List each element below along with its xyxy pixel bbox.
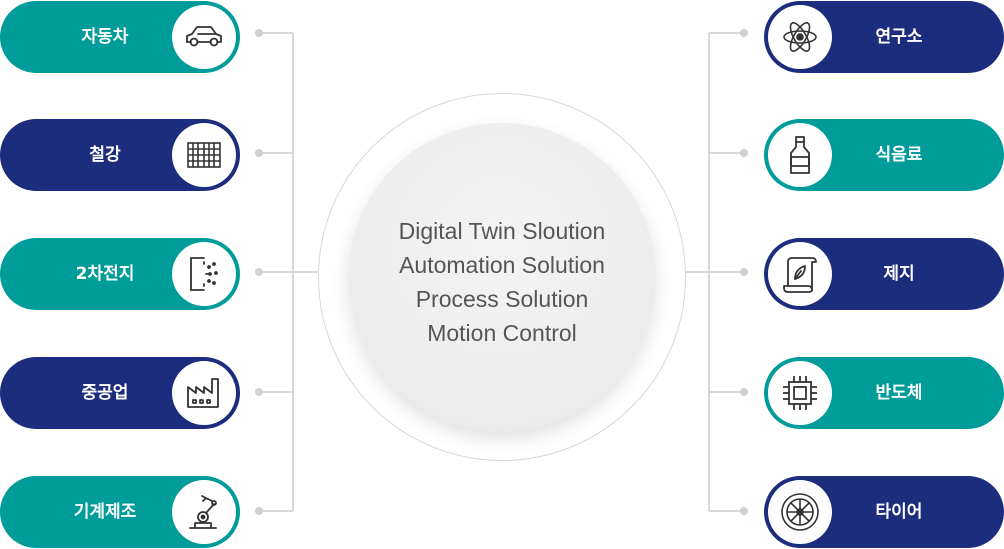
paper-scroll-icon (768, 242, 832, 306)
solution-line: Digital Twin Sloution (398, 218, 606, 244)
industry-label: 2차전지 (75, 264, 135, 284)
chip-icon (768, 361, 832, 425)
industry-item-food-beverage[interactable]: 식음료 (764, 119, 1004, 191)
solution-list: Digital Twin Sloution Automation Solutio… (348, 214, 656, 350)
solution-line: Automation Solution (399, 252, 605, 278)
tire-icon (768, 480, 832, 544)
connector-dot (740, 29, 748, 37)
bottle-icon (768, 123, 832, 187)
connector-dot (740, 149, 748, 157)
robot-arm-icon (172, 480, 236, 544)
connector-dot (740, 388, 748, 396)
industry-label: 연구소 (875, 27, 923, 47)
car-icon (172, 5, 236, 69)
connector-dot (255, 268, 263, 276)
industry-label: 반도체 (875, 383, 923, 403)
industry-label: 제지 (883, 264, 915, 284)
solution-line: Motion Control (427, 320, 577, 346)
connector-dot (255, 388, 263, 396)
industry-item-machinery[interactable]: 기계제조 (0, 476, 240, 548)
connector-dot (740, 507, 748, 515)
industry-item-paper[interactable]: 제지 (764, 238, 1004, 310)
center-circle (348, 123, 656, 431)
connector-dot (740, 268, 748, 276)
industry-label: 타이어 (875, 502, 923, 522)
factory-icon (172, 361, 236, 425)
industry-label: 자동차 (81, 27, 129, 47)
connector-dot (255, 507, 263, 515)
atom-icon (768, 5, 832, 69)
industry-item-automotive[interactable]: 자동차 (0, 1, 240, 73)
industry-item-semiconductor[interactable]: 반도체 (764, 357, 1004, 429)
industry-label: 중공업 (81, 383, 129, 403)
steel-grid-icon (172, 123, 236, 187)
connector-dot (255, 29, 263, 37)
battery-icon (172, 242, 236, 306)
industry-label: 기계제조 (73, 502, 137, 522)
industry-item-research-lab[interactable]: 연구소 (764, 1, 1004, 73)
solution-line: Process Solution (415, 286, 589, 312)
industry-label: 식음료 (875, 145, 923, 165)
industry-item-secondary-battery[interactable]: 2차전지 (0, 238, 240, 310)
industry-item-tire[interactable]: 타이어 (764, 476, 1004, 548)
industry-label: 철강 (89, 145, 121, 165)
industry-item-heavy-industry[interactable]: 중공업 (0, 357, 240, 429)
industry-item-steel[interactable]: 철강 (0, 119, 240, 191)
connector-dot (255, 149, 263, 157)
